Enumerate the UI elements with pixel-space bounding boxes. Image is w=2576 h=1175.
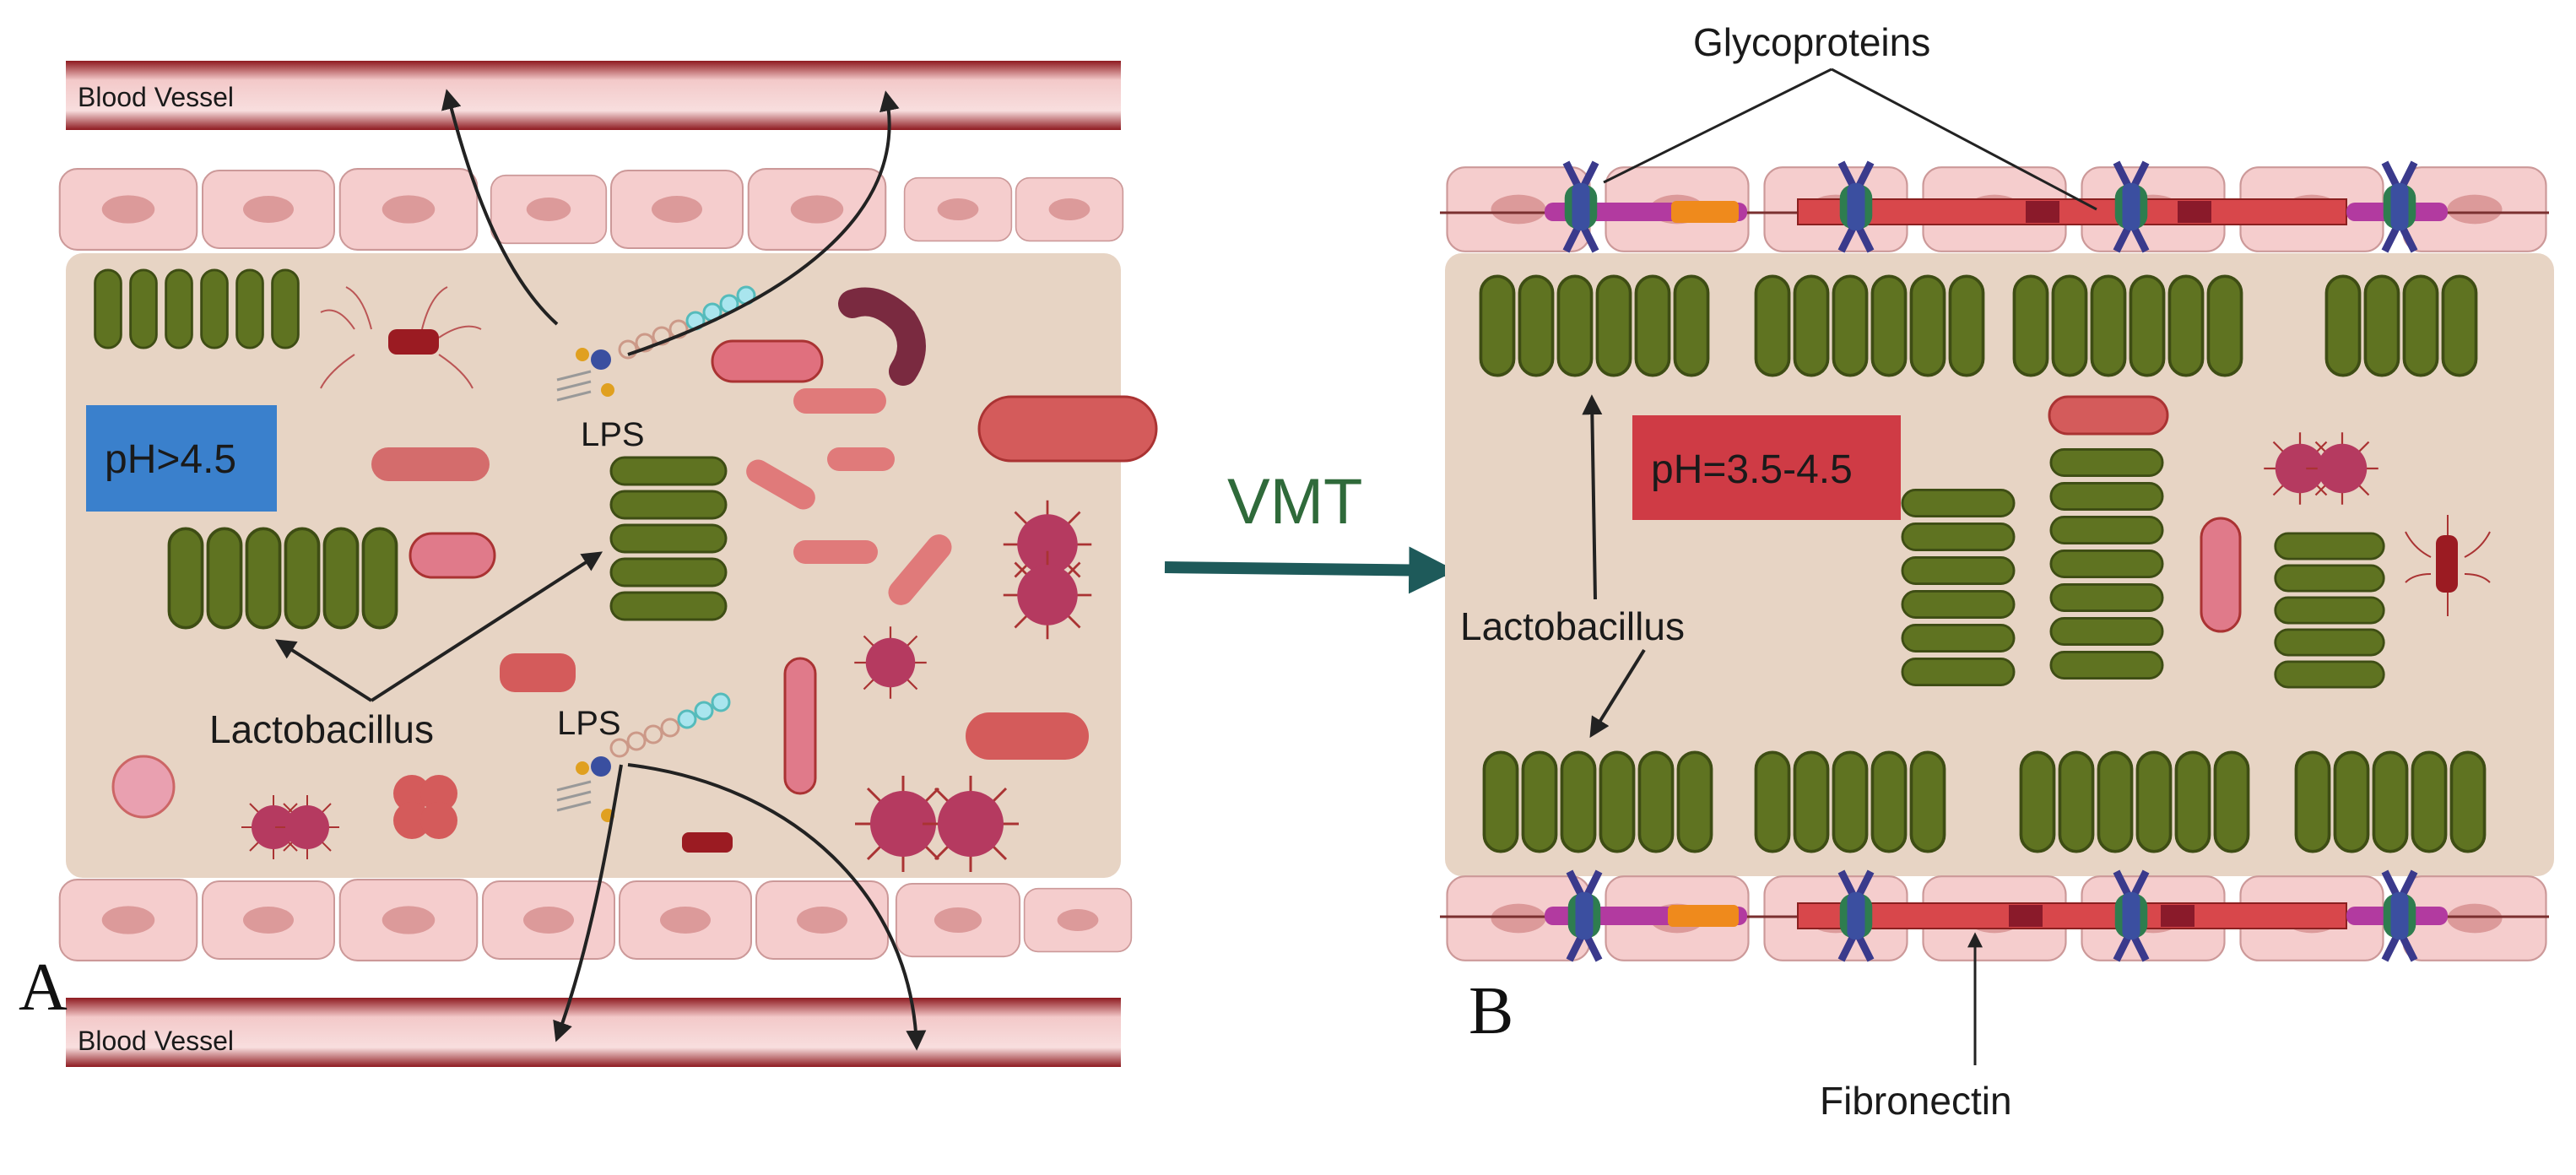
lps-label-top: LPS [581,416,645,453]
fibronectin-label: Fibronectin [1820,1079,2012,1123]
lactobacillus-row-top-b [1479,274,2478,377]
lactobacillus-label-a: Lactobacillus [209,707,434,751]
fibronectin-chain-bottom [1440,902,2549,929]
ph-box-a [86,405,277,512]
panel-b: pH=3.5-4.5 Glycoproteins Lactobacillus F… [1440,20,2554,1123]
epithelial-row-top-a [58,168,1124,251]
ph-box-b [1632,415,1901,520]
lactobacillus-arrows-b [1582,394,1646,739]
panel-a-label: A [19,950,68,1025]
lactobacillus-cluster-a3 [609,456,728,621]
vmt-label: VMT [1227,466,1362,538]
fibronectin-chain-top [1440,198,2549,225]
ph-label-a: pH>4.5 [105,437,236,482]
glycoprotein-pointers [1603,68,2097,211]
lps-molecule-bottom [556,692,731,822]
lps-molecule-top [556,285,756,402]
panel-a: Blood Vessel Blood Vessel [19,61,1158,1067]
vmt-arrow [1164,546,1457,594]
blood-vessel-bottom-label: Blood Vessel [78,1026,234,1056]
blood-vessel-top [66,61,1121,130]
blood-vessel-bottom [66,998,1121,1067]
lps-label-bottom: LPS [557,705,621,742]
ph-label-b: pH=3.5-4.5 [1651,447,1853,492]
pathogens-b [2048,395,2491,633]
blood-vessel-top-label: Blood Vessel [78,82,234,112]
panel-b-label: B [1469,974,1513,1048]
lactobacillus-arrows-a [274,551,603,702]
epithelial-row-bottom-a [58,879,1133,961]
lactobacillus-label-b: Lactobacillus [1460,604,1685,648]
glycoproteins-label: Glycoproteins [1693,20,1930,64]
pathogens-a [111,286,1158,874]
vmt-transition: VMT [1164,466,1457,594]
lps-translocation-arrows [441,89,927,1051]
